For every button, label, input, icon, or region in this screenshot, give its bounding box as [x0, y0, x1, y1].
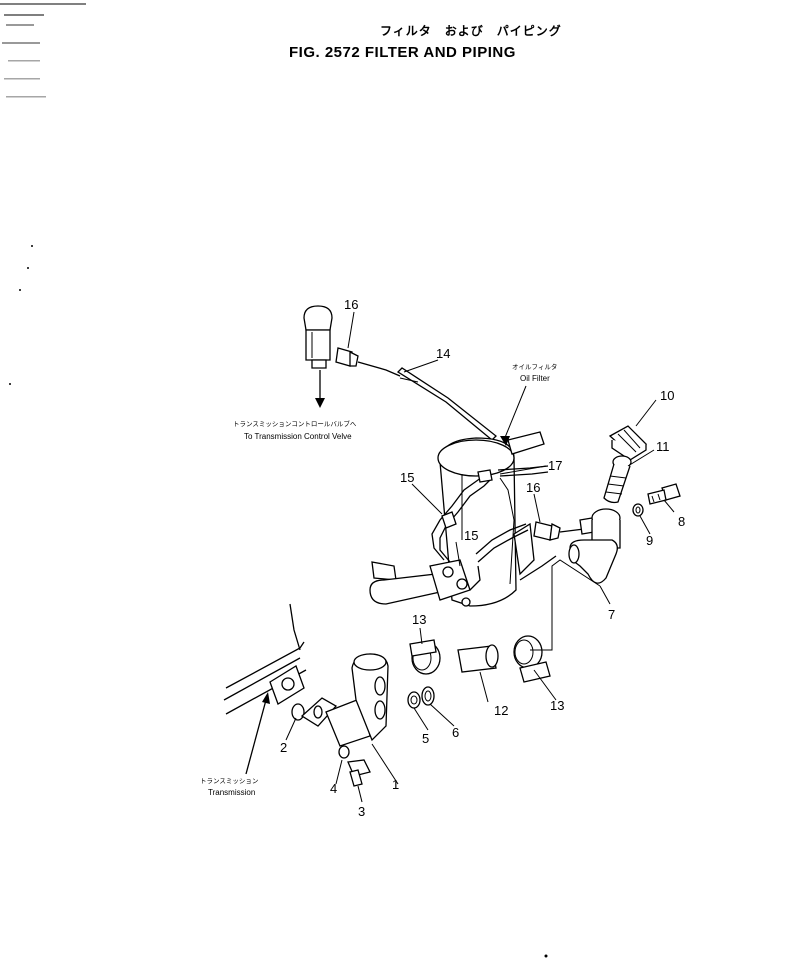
part-number-6: 6: [452, 725, 459, 740]
figure-title: FIG. 2572 FILTER AND PIPING: [289, 44, 516, 61]
hose-clamp-13-left: [409, 639, 441, 675]
callout-oil-filter: Oil Filter: [520, 374, 550, 383]
part-number-9: 9: [646, 533, 653, 548]
part-number-7: 7: [608, 607, 615, 622]
hose-12: [457, 644, 499, 673]
transmission-control-valve-drawing: [303, 305, 333, 408]
o-ring-2: [291, 703, 305, 721]
fitting-16-upper: [335, 347, 359, 367]
part-number-8: 8: [678, 514, 685, 529]
part-number-12: 12: [494, 703, 508, 718]
part-number-15-left: 15: [400, 470, 414, 485]
transmission-housing: [223, 603, 307, 715]
tube-14: [357, 361, 497, 441]
bolt-8: [647, 483, 681, 505]
callout-control-valve-japanese: トランスミッションコントロールバルブへ: [233, 419, 357, 428]
callout-transmission-japanese: トランスミッション: [200, 777, 258, 785]
elbow-7: [568, 508, 621, 584]
callout-transmission: Transmission: [208, 788, 255, 797]
part-number-13-right: 13: [550, 698, 564, 713]
leader-lines: [245, 311, 675, 803]
fitting-16-lower: [533, 517, 595, 541]
part-number-16-upper: 16: [344, 297, 358, 312]
part-number-4: 4: [330, 781, 337, 796]
callout-control-valve: To Transmission Control Velve: [244, 432, 352, 441]
figure-title-japanese: フィルタ および パイピング: [380, 24, 562, 38]
part-number-3: 3: [358, 804, 365, 819]
part-number-13-left: 13: [412, 612, 426, 627]
washer-9: [632, 503, 644, 517]
strainer-11: [603, 455, 632, 504]
cap-10: [608, 425, 648, 461]
part-number-5: 5: [422, 731, 429, 746]
bolt-3-and-washer-4: [338, 745, 371, 787]
part-number-17: 17: [548, 458, 562, 473]
pipe-1: [300, 653, 389, 747]
washer-5-and-ring-6: [407, 686, 435, 709]
part-number-10: 10: [660, 388, 674, 403]
filter-base-and-outlets: [369, 555, 557, 607]
filter-piping-lines: [431, 465, 549, 591]
part-number-15-center: 15: [464, 528, 478, 543]
part-number-14: 14: [436, 346, 450, 361]
part-number-11: 11: [656, 439, 670, 454]
part-number-16-lower: 16: [526, 480, 540, 495]
part-number-1: 1: [392, 777, 399, 792]
callout-oil-filter-japanese: オイルフィルタ: [512, 362, 557, 371]
part-number-2: 2: [280, 740, 287, 755]
hose-clamp-13-right: [513, 635, 551, 683]
scan-noise: [2, 14, 548, 958]
